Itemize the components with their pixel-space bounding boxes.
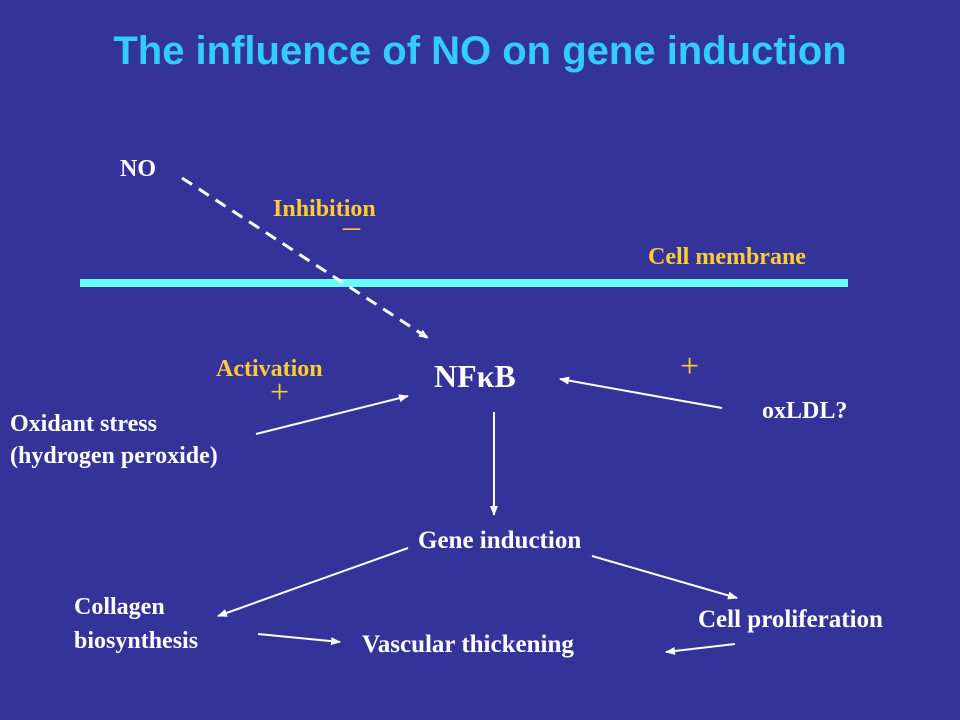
slide-title: The influence of NO on gene induction — [113, 29, 847, 73]
collagen-to-vascular-arrow — [257, 633, 341, 646]
oxidant-stress-line1: Oxidant stress — [10, 411, 157, 437]
no-inhibition-dashed-arrow — [181, 176, 429, 340]
gene-induction-label: Gene induction — [418, 527, 582, 554]
collagen-line2: biosynthesis — [74, 628, 199, 654]
proliferation-to-vascular-arrow — [665, 643, 736, 655]
oxidant-stress-line2: (hydrogen peroxide) — [10, 443, 218, 469]
cell-membrane-label: Cell membrane — [648, 244, 806, 270]
collagen-biosynthesis-label: Collagen biosynthesis — [74, 590, 198, 658]
activation-label: Activation — [216, 356, 323, 382]
minus-sign: – — [343, 208, 360, 245]
collagen-line1: Collagen — [74, 594, 165, 620]
oxldl-to-nfkb-arrow — [559, 376, 723, 409]
oxidant-to-nfkb-arrow — [255, 394, 409, 435]
plus-sign-right: + — [680, 348, 700, 385]
nfkb-label: NFκB — [434, 358, 516, 394]
cell-proliferation-label: Cell proliferation — [698, 606, 883, 633]
oxidant-stress-label: Oxidant stress (hydrogen peroxide) — [10, 408, 218, 472]
no-label: NO — [120, 156, 156, 182]
gene-to-collagen-arrow — [217, 547, 409, 617]
oxldl-label: oxLDL? — [762, 398, 848, 424]
vascular-thickening-label: Vascular thickening — [362, 631, 574, 658]
inhibition-label: Inhibition — [273, 196, 376, 222]
gene-to-proliferation-arrow — [591, 555, 738, 600]
plus-sign-left: + — [270, 374, 290, 411]
